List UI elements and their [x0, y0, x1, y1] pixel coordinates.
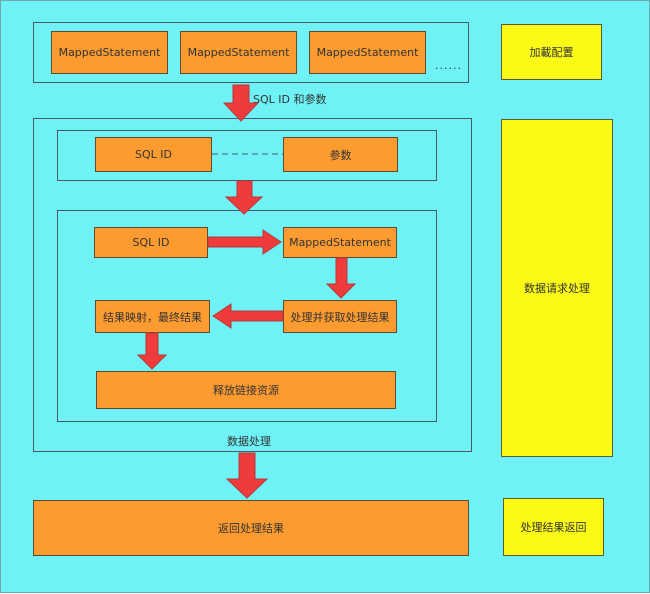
data-request-label-box: 数据请求处理 — [501, 119, 613, 457]
sql-id-process-box: SQL ID — [94, 227, 208, 258]
return-result-box: 返回处理结果 — [33, 500, 469, 556]
sql-id-input-box: SQL ID — [95, 137, 212, 172]
down-arrow-5 — [225, 452, 269, 499]
data-processing-caption: 数据处理 — [227, 435, 271, 448]
mapped-statement-box-3: MappedStatement — [309, 31, 426, 74]
mapped-statement-box-2: MappedStatement — [180, 31, 297, 74]
load-config-frame — [33, 22, 469, 83]
release-resources-box: 释放链接资源 — [96, 371, 396, 409]
sql-id-and-params-label: SQL ID 和参数 — [253, 93, 327, 106]
load-config-label-box: 加載配置 — [501, 24, 602, 80]
ellipsis-text: ...... — [435, 59, 462, 72]
process-result-box: 处理并获取处理结果 — [283, 300, 397, 333]
params-input-box: 参数 — [283, 137, 398, 172]
result-return-label-box: 处理结果返回 — [503, 498, 604, 556]
mapped-statement-process-box: MappedStatement — [283, 227, 397, 258]
mapped-statement-box-1: MappedStatement — [51, 31, 168, 74]
result-mapping-box: 结果映射，最终结果 — [95, 300, 210, 333]
